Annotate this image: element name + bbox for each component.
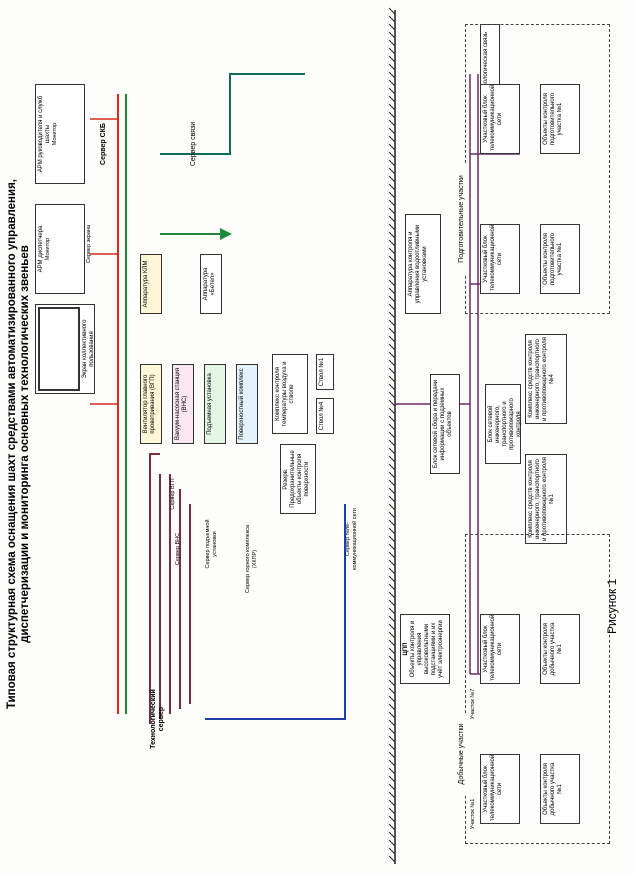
mining-sections-label: Добычные участки: [458, 714, 466, 794]
telecom-server-label: Сервер теле-коммуникационной сети: [345, 508, 358, 570]
arm-dispatcher-label: АРМ диспетчера: [38, 225, 44, 273]
klm-box: Аппаратура КЛМ: [140, 254, 162, 314]
complex4-box: Комплекс средств контроля инженерного, т…: [525, 334, 567, 424]
prep-objects-1: Объекты контроля подготовительного участ…: [540, 224, 580, 294]
surface-box: Поверхностный комплекс: [236, 364, 258, 444]
screen-server-label: Сервер экрана: [86, 224, 92, 264]
ctp-label: ЦПП: [403, 642, 409, 656]
screen-box: Экран коллективного пользования: [35, 304, 95, 394]
eng-block-box: Блок сетевой инженерного, транспортного …: [485, 384, 522, 464]
screen-label: Экран коллективного пользования: [82, 319, 95, 379]
lift-box: Подъемная установка: [204, 364, 226, 444]
uch7-label: Участок №7: [470, 688, 476, 720]
gas-box: Комплекс контроля температуры воздуха и …: [272, 354, 308, 434]
reserve-box: Резерв. Предохранительные объекты контро…: [280, 444, 316, 514]
stvol1-box: Ствол №1: [316, 354, 334, 390]
uch1-label: Участок №1: [470, 798, 476, 830]
stvol4-box: Ствол №4: [316, 398, 334, 434]
ground-hatch: [388, 7, 396, 863]
mining-objects-1: Объекты контроля добычного участка №1: [540, 754, 580, 824]
vgp-server-label: Сервер ВГП: [170, 478, 176, 510]
darkred-lines: [149, 453, 191, 724]
monitor2-label: Монитор: [52, 122, 58, 146]
arm-dispatcher-box: АРМ диспетчера Монитор: [35, 204, 85, 294]
screen-icon: [38, 307, 80, 391]
vns-box: Вакуум-насосная станция (ВНС): [172, 364, 194, 444]
ctp-box: ЦПП Объекты контроля и управления высоко…: [400, 614, 450, 684]
vns-server-label: Сервер ВНС: [175, 532, 181, 566]
lift-server-label: Сервер подъемной установки: [205, 519, 218, 569]
monitor1-label: Монитор: [45, 237, 51, 261]
arm-head-label: АРМ руководителя и служб шахты: [38, 95, 51, 173]
figure-caption: Рисунок 1: [605, 578, 619, 634]
prep-section-block-1: Участковый блок телекоммуникационной сет…: [480, 224, 520, 294]
apparatus-box: Аппаратура контроля и управления водоотл…: [405, 214, 441, 314]
blue-telecom-line: [205, 504, 346, 720]
mining-section-block-7: Участковый блок телекоммуникационной сет…: [480, 614, 520, 684]
conveyor-server-label: Сервер горного комплекса (ХКПР): [245, 525, 258, 593]
prep-sections-label: Подготовительные участки: [458, 164, 466, 274]
green-comm-line: [160, 73, 305, 155]
prep-section-block-7: Участковый блок телекоммуникационной сет…: [480, 84, 520, 154]
tech-server-label: Технологический сервер: [150, 689, 165, 749]
network-block-box: Блок сетевой сбора и передачи информации…: [430, 374, 460, 474]
mining-section-block-1: Участковый блок телекоммуникационной сет…: [480, 754, 520, 824]
vgp-box: Вентилятор главного проветривания (ВГП): [140, 364, 162, 444]
arm-head-box: АРМ руководителя и служб шахты Монитор: [35, 84, 85, 184]
comm-server-label: Сервер связи: [190, 121, 197, 167]
betel-box: Аппаратура «Бетел»: [200, 254, 222, 314]
mining-objects-7: Объекты контроля добычного участка №1: [540, 614, 580, 684]
prep-objects-7: Объекты контроля подготовительного участ…: [540, 84, 580, 154]
skb-server-label: Сервер СКБ: [100, 123, 107, 165]
complex1-box: Комплекс средств контроля инженерного, т…: [525, 454, 567, 544]
ctp-objects-label: Объекты контроля и управления высоковоль…: [410, 620, 444, 678]
